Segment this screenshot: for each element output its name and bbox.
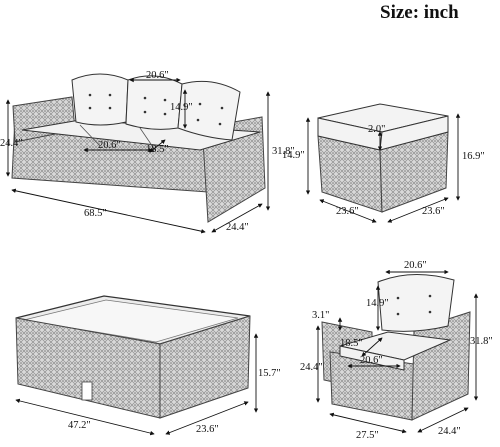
sofa-length-label: 68.5" — [84, 208, 107, 219]
chair-width-label: 27.5" — [356, 430, 379, 441]
sofa-depth-label: 24.4" — [226, 222, 249, 233]
ottoman-drawing — [305, 103, 461, 223]
coffee-table-drawing — [15, 295, 259, 436]
ottoman-cushion-thickness-label: 2.0" — [368, 124, 386, 135]
table-width-label: 23.6" — [196, 424, 219, 435]
chair-arm-height-label: 24.4" — [300, 362, 323, 373]
chair-back-cushion-width-label: 20.6" — [404, 260, 427, 271]
chair-seat-cushion-width-label: 20.6" — [360, 355, 383, 366]
chair-back-cushion-height-label: 14.9" — [366, 298, 389, 309]
sofa-drawing — [5, 73, 271, 234]
chair-seat-cushion-depth-label: 18.5" — [340, 338, 363, 349]
size-unit-title: Size: inch — [380, 2, 459, 23]
table-length-label: 47.2" — [68, 420, 91, 431]
chair-cushion-thickness-label: 3.1" — [312, 310, 330, 321]
ottoman-depth-label: 23.6" — [422, 206, 445, 217]
ottoman-width-label: 23.6" — [336, 206, 359, 217]
sofa-seat-cushion-depth-label: 18.5" — [146, 144, 169, 155]
armchair-drawing — [315, 269, 479, 434]
table-height-label: 15.7" — [258, 368, 281, 379]
ottoman-base-height-label: 14.9" — [282, 150, 305, 161]
sofa-back-cushion-height-label: 14.9" — [170, 102, 193, 113]
ottoman-total-height-label: 16.9" — [462, 151, 485, 162]
sofa-total-height-label: 31.8" — [272, 146, 295, 157]
sofa-seat-cushion-width-label: 20.6" — [98, 140, 121, 151]
sofa-arm-height-label: 24.4" — [0, 138, 23, 149]
chair-total-height-label: 31.8" — [470, 336, 493, 347]
chair-depth-label: 24.4" — [438, 426, 461, 437]
sofa-back-cushion-width-label: 20.6" — [146, 70, 169, 81]
